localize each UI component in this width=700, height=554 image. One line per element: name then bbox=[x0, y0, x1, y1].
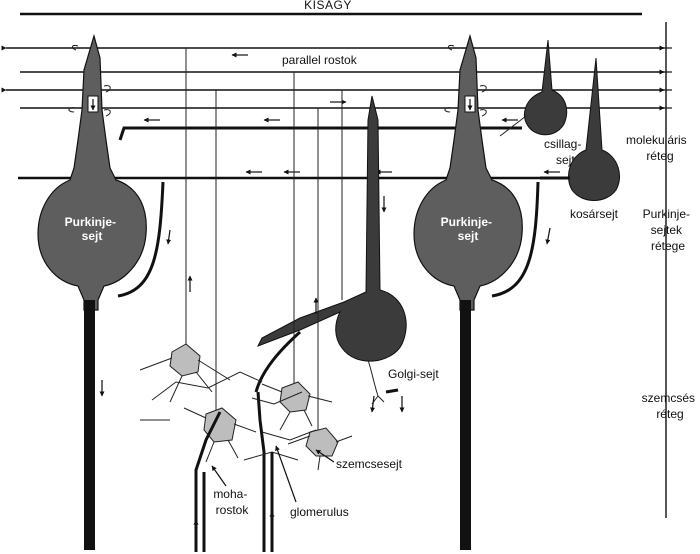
purkinje-right-label: Purkinje- sejt bbox=[441, 215, 496, 243]
mossy-fibers bbox=[140, 371, 317, 552]
direction-arrow bbox=[545, 227, 551, 245]
layer-purkinje-label: Purkinje- sejtek rétege bbox=[643, 207, 694, 253]
glomerulus-label: glomerulus bbox=[290, 505, 349, 519]
golgi-cell-label: Golgi-sejt bbox=[388, 367, 439, 381]
layer-molecular-label: molekuláris réteg bbox=[626, 133, 690, 163]
stellate-axon bbox=[118, 126, 522, 141]
parallel-fibers-label: parallel rostok bbox=[282, 53, 358, 67]
direction-arrow bbox=[166, 229, 172, 245]
stellate-cell-label: csillag- sejt bbox=[544, 137, 585, 167]
granule-cell bbox=[139, 343, 231, 403]
granule-cell bbox=[287, 427, 353, 471]
stellate-cell bbox=[499, 39, 568, 137]
diagram-title: KISAGY bbox=[304, 0, 352, 12]
granule-cell-label: szemcsesejt bbox=[336, 457, 403, 471]
basket-cell bbox=[540, 57, 620, 201]
golgi-cell bbox=[254, 95, 407, 405]
glomerulus-pointer bbox=[275, 445, 297, 503]
direction-arrow bbox=[370, 395, 376, 413]
granule-axons bbox=[185, 48, 343, 440]
granule-pointer bbox=[315, 449, 335, 463]
basket-axon bbox=[117, 181, 165, 298]
purkinje-left-label: Purkinje- sejt bbox=[65, 215, 120, 243]
granule-cell bbox=[183, 407, 257, 463]
layer-granular-label: szemcsés réteg bbox=[642, 391, 699, 421]
granule-cell bbox=[261, 381, 333, 431]
mossy-fibers-label: moha- rostok bbox=[213, 487, 250, 517]
mossy-pointer bbox=[211, 465, 227, 487]
purkinje-cell-right bbox=[413, 33, 540, 550]
basket-cell-label: kosársejt bbox=[570, 207, 619, 221]
purkinje-cell-left bbox=[37, 33, 147, 550]
